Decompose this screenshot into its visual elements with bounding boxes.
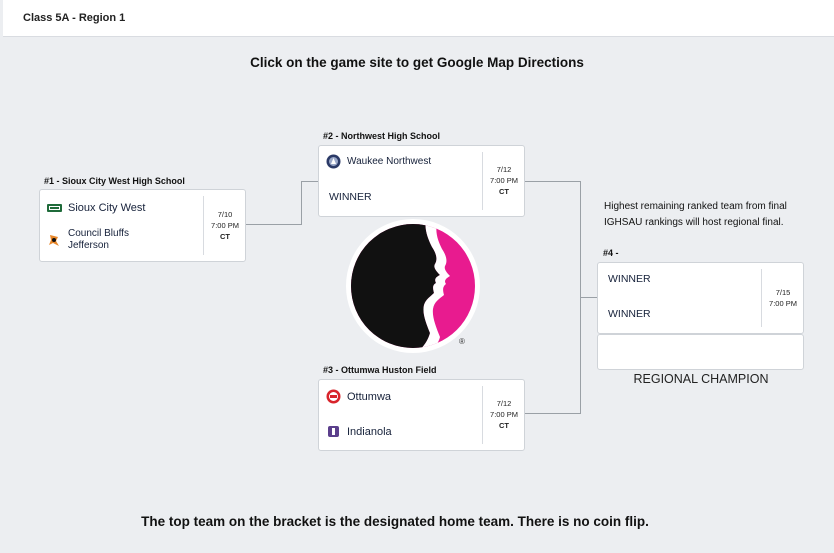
game-card-4: WINNER WINNER 7/15 7:00 PM xyxy=(597,262,804,334)
game-timezone: CT xyxy=(220,232,230,241)
winner-placeholder-top: WINNER xyxy=(608,273,651,285)
game-datetime: 7/12 7:00 PM CT xyxy=(483,164,525,197)
game-time: 7:00 PM xyxy=(490,410,518,419)
connector-to-g4 xyxy=(580,297,598,298)
game-card-1: Sioux City West Council Bluffs Jefferson… xyxy=(39,189,246,262)
team-row-ottumwa: Ottumwa xyxy=(326,389,391,404)
team-row-indianola: Indianola xyxy=(326,424,392,439)
team-name: Waukee Northwest xyxy=(347,155,432,167)
sioux-city-west-logo-icon xyxy=(47,200,62,215)
instruction-text: Click on the game site to get Google Map… xyxy=(250,55,584,70)
card-divider xyxy=(761,269,762,327)
team-name: Sioux City West xyxy=(68,201,146,214)
game-date: 7/15 xyxy=(775,288,791,297)
game-time: 7:00 PM xyxy=(490,176,518,185)
game-datetime: 7/15 7:00 PM xyxy=(762,287,804,309)
page-title: Class 5A - Region 1 xyxy=(23,12,126,24)
game-site-link-2[interactable]: #2 - Northwest High School xyxy=(323,131,441,141)
game-datetime: 7/10 7:00 PM CT xyxy=(204,209,246,242)
game-timezone: CT xyxy=(499,187,509,196)
connector-g1-v xyxy=(301,181,302,225)
final-host-note: Highest remaining ranked team from final… xyxy=(604,201,787,228)
registered-mark: ® xyxy=(459,337,465,346)
team-name: Council Bluffs Jefferson xyxy=(68,228,129,251)
game-date: 7/12 xyxy=(496,165,512,174)
card-divider xyxy=(482,386,483,444)
connector-g3-h xyxy=(524,413,581,414)
council-bluffs-jefferson-logo-icon xyxy=(47,233,62,248)
game-date: 7/12 xyxy=(496,399,512,408)
game-time: 7:00 PM xyxy=(211,221,239,230)
footer-note: The top team on the bracket is the desig… xyxy=(141,514,649,529)
team-row-sioux-city-west: Sioux City West xyxy=(47,200,145,215)
connector-g2-h xyxy=(524,181,581,182)
team-row-council-bluffs-jefferson: Council Bluffs Jefferson xyxy=(47,228,138,252)
team-row-waukee-northwest: Waukee Northwest xyxy=(326,154,431,169)
game-card-3: Ottumwa Indianola 7/12 7:00 PM CT xyxy=(318,379,525,451)
ottumwa-logo-icon xyxy=(326,389,341,404)
connector-g1-h xyxy=(245,224,302,225)
game-site-link-1[interactable]: #1 - Sioux City West High School xyxy=(44,176,185,186)
game-datetime: 7/12 7:00 PM CT xyxy=(483,398,525,431)
champion-label: REGIONAL CHAMPION xyxy=(633,372,769,386)
card-divider xyxy=(203,196,204,255)
game-timezone: CT xyxy=(499,421,509,430)
winner-placeholder: WINNER xyxy=(329,191,372,203)
indianola-logo-icon xyxy=(326,424,341,439)
game-date: 7/10 xyxy=(217,210,233,219)
game-site-link-4[interactable]: #4 - xyxy=(603,248,619,258)
team-name: Indianola xyxy=(347,425,392,438)
team-name: Ottumwa xyxy=(347,390,392,403)
card-divider xyxy=(482,152,483,210)
waukee-northwest-logo-icon xyxy=(326,154,341,169)
header-bar: Class 5A - Region 1 xyxy=(3,0,834,37)
champion-card xyxy=(597,334,804,370)
game-card-2: Waukee Northwest WINNER 7/12 7:00 PM CT xyxy=(318,145,525,217)
game-time: 7:00 PM xyxy=(769,299,797,308)
game-site-link-3[interactable]: #3 - Ottumwa Huston Field xyxy=(323,365,437,375)
winner-placeholder-bottom: WINNER xyxy=(608,308,651,320)
connector-g1-to-g2 xyxy=(301,181,319,182)
ighsau-silhouette-logo-icon xyxy=(346,219,480,353)
